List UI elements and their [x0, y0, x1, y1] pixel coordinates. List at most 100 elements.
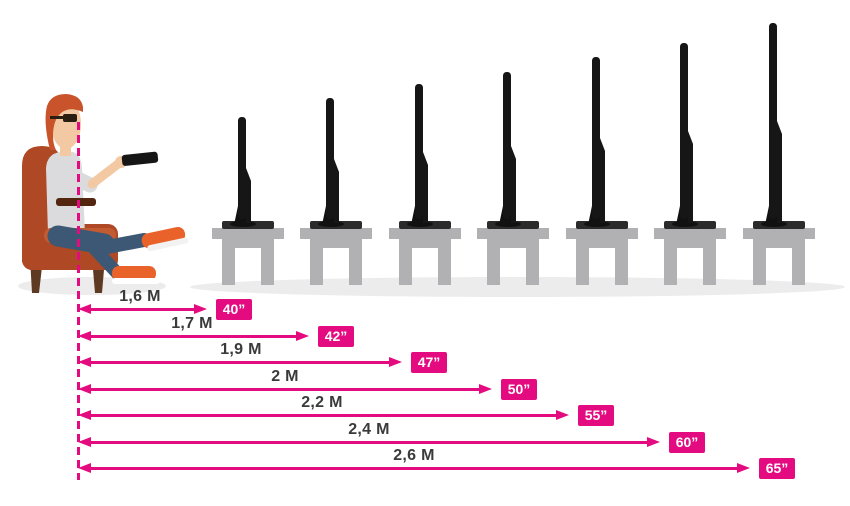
arrow-line: [88, 387, 482, 391]
tv-size-badge: 50”: [501, 378, 537, 400]
remote-control-icon: [121, 151, 159, 166]
tv-panel: [769, 23, 777, 219]
arrowhead-right-icon: [194, 303, 207, 314]
tabletop: [212, 228, 284, 239]
arrowhead-right-icon: [296, 330, 309, 341]
arrow-line: [88, 466, 740, 470]
tv-panel: [503, 72, 511, 219]
tabletop: [477, 228, 549, 239]
tv-side-view-icon: [212, 117, 284, 285]
table-rail: [576, 239, 628, 248]
tabletop: [300, 228, 372, 239]
table-leg-right: [792, 239, 805, 285]
table-rail: [664, 239, 716, 248]
standing-shoe: [112, 266, 156, 281]
tabletop: [654, 228, 726, 239]
tv-panel: [680, 43, 688, 219]
tv-size-badge: 65”: [759, 457, 795, 479]
tv-back-bulge: [777, 121, 782, 223]
tv-back-bulge: [423, 152, 428, 223]
table-leg-left: [753, 239, 766, 285]
tv-on-table: [654, 43, 726, 290]
table-rail: [487, 239, 539, 248]
tv-size-badge: 40”: [216, 298, 252, 320]
hair: [45, 94, 83, 150]
distance-label: 1,9 M: [220, 341, 262, 358]
distance-label: 2 M: [271, 368, 299, 385]
glasses-icon: [63, 114, 77, 122]
distance-label: 2,4 M: [348, 421, 390, 438]
arrowhead-right-icon: [479, 383, 492, 394]
arrowhead-left-icon: [78, 383, 91, 394]
table-leg-right: [349, 239, 362, 285]
tv-side-view-icon: [743, 23, 815, 285]
arrowhead-left-icon: [78, 303, 91, 314]
tv-back-bulge: [688, 131, 693, 223]
person: [44, 94, 189, 284]
arrowhead-left-icon: [78, 330, 91, 341]
arrowhead-right-icon: [556, 409, 569, 420]
tv-panel: [415, 84, 423, 219]
table-rail: [399, 239, 451, 248]
distance-label: 1,7 M: [171, 315, 213, 332]
table-leg-right: [526, 239, 539, 285]
tv-back-bulge: [246, 168, 251, 223]
tv-size-badge: 47”: [411, 351, 447, 373]
glasses-temple: [50, 116, 64, 119]
tabletop: [743, 228, 815, 239]
tabletop: [389, 228, 461, 239]
arrow-line: [88, 307, 197, 311]
armrest: [56, 198, 96, 206]
crossed-shin: [95, 233, 151, 255]
tv-panel: [238, 117, 246, 219]
table-leg-left: [576, 239, 589, 285]
distance-label: 1,6 M: [119, 288, 161, 305]
eye-position-dashed-line: [76, 122, 80, 480]
tv-side-view-icon: [300, 98, 372, 285]
tv-side-view-icon: [566, 57, 638, 285]
tv-size-badge: 60”: [669, 431, 705, 453]
table-leg-left: [399, 239, 412, 285]
table-rail: [222, 239, 274, 248]
tv-panel: [592, 57, 600, 219]
viewer-illustration: [18, 94, 189, 295]
tabletop: [566, 228, 638, 239]
tv-on-table: [212, 117, 284, 290]
arrowhead-left-icon: [78, 462, 91, 473]
tv-on-table: [477, 72, 549, 290]
distance-label: 2,6 M: [393, 447, 435, 464]
tv-side-view-icon: [389, 84, 461, 285]
table-leg-right: [261, 239, 274, 285]
tv-on-table: [389, 84, 461, 290]
table-leg-right: [703, 239, 716, 285]
tv-side-view-icon: [477, 72, 549, 285]
crossed-shoe: [141, 227, 189, 252]
arrowhead-left-icon: [78, 436, 91, 447]
tv-side-view-icon: [654, 43, 726, 285]
arrow-line: [88, 334, 299, 338]
forearm: [87, 159, 123, 189]
table-leg-left: [487, 239, 500, 285]
arrow-line: [88, 413, 559, 417]
arrowhead-right-icon: [737, 462, 750, 473]
tv-on-table: [743, 23, 815, 290]
arrow-line: [88, 440, 650, 444]
tv-size-badge: 55”: [578, 404, 614, 426]
table-leg-left: [222, 239, 235, 285]
table-leg-right: [438, 239, 451, 285]
tv-panel: [326, 98, 334, 219]
distance-label: 2,2 M: [301, 394, 343, 411]
table-leg-right: [615, 239, 628, 285]
table-leg-left: [664, 239, 677, 285]
arrow-line: [88, 360, 392, 364]
shoe-sole: [112, 278, 160, 284]
arrowhead-right-icon: [389, 356, 402, 367]
tv-back-bulge: [334, 159, 339, 223]
tv-on-table: [300, 98, 372, 290]
tv-on-table: [566, 57, 638, 290]
tv-back-bulge: [600, 138, 605, 223]
tv-size-badge: 42”: [318, 325, 354, 347]
arrowhead-left-icon: [78, 409, 91, 420]
arrowhead-right-icon: [647, 436, 660, 447]
